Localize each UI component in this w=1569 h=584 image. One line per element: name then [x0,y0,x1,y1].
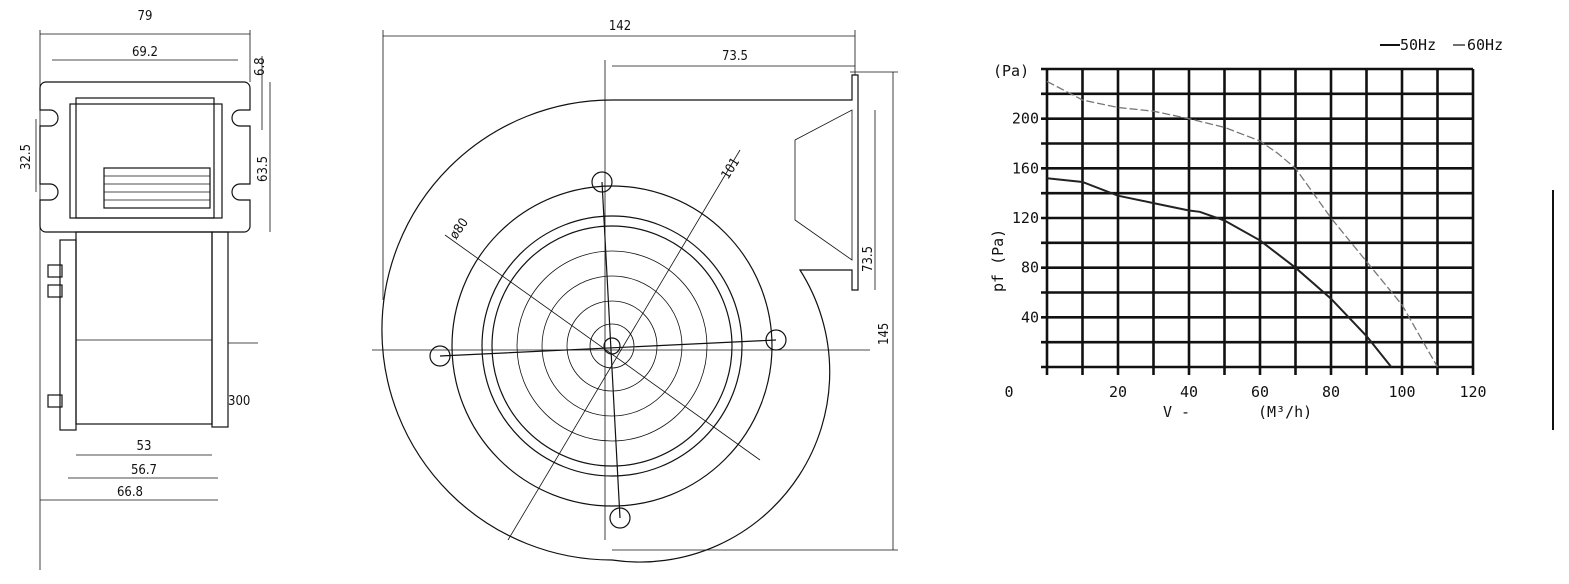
dim-overall-width: 142 [609,19,631,34]
x-tick-label: 20 [1109,383,1127,401]
series-line-50hz [1046,177,1393,368]
dim-overall-height: 145 [877,323,892,345]
y-tick-label: 200 [1012,110,1039,128]
front-view-dimension-lines [382,30,898,551]
x-unit-label: (M³/h) [1258,403,1312,421]
chart-grid [1041,67,1475,375]
side-view-outline [39,81,258,431]
x-tick-label: 60 [1251,383,1269,401]
side-view-drawing: 79 69.2 6.8 32.5 63.5 300 53 56.7 66.8 [19,9,271,570]
dim-outlet-offset: 73.5 [722,49,748,64]
x-tick-label: 100 [1388,383,1415,401]
dim-mid-width: 56.7 [131,463,157,478]
x-tick-label: 0 [1004,383,1013,401]
dim-outlet-height: 73.5 [861,246,876,272]
chart-legend: 50Hz 60Hz [1380,36,1503,54]
dim-flange-height: 63.5 [256,156,271,182]
series-line-60hz [1046,80,1439,368]
blower-housing [372,60,870,563]
dim-base-width: 66.8 [117,485,143,500]
legend-50hz-label: 50Hz [1400,36,1436,54]
side-view-dimension-lines [35,30,271,570]
x-axis-label: V - [1163,403,1190,421]
chart-tick-labels: 0 20 40 60 80 100 120 40 80 120 160 200 [1004,110,1486,401]
dim-overall-width: 79 [138,9,153,24]
dim-top-offset: 6.8 [253,57,268,76]
x-tick-label: 40 [1180,383,1198,401]
y-axis-label: pf (Pa) [989,229,1007,292]
chart-curves [1046,80,1439,368]
dim-inner-width: 53 [137,439,152,454]
y-tick-label: 80 [1021,259,1039,277]
x-tick-label: 120 [1459,383,1486,401]
x-tick-label: 80 [1322,383,1340,401]
dim-slot-spacing: 69.2 [132,45,158,60]
y-tick-label: 160 [1012,159,1039,177]
y-tick-label: 120 [1012,209,1039,227]
legend-60hz-label: 60Hz [1467,36,1503,54]
dim-cable-length: 300 [228,394,250,409]
dim-slot-height: 32.5 [19,144,34,170]
y-tick-label: 40 [1021,308,1039,326]
y-unit-label: (Pa) [993,62,1029,80]
front-view-drawing: 142 73.5 101 ø80 73.5 145 [372,19,898,563]
